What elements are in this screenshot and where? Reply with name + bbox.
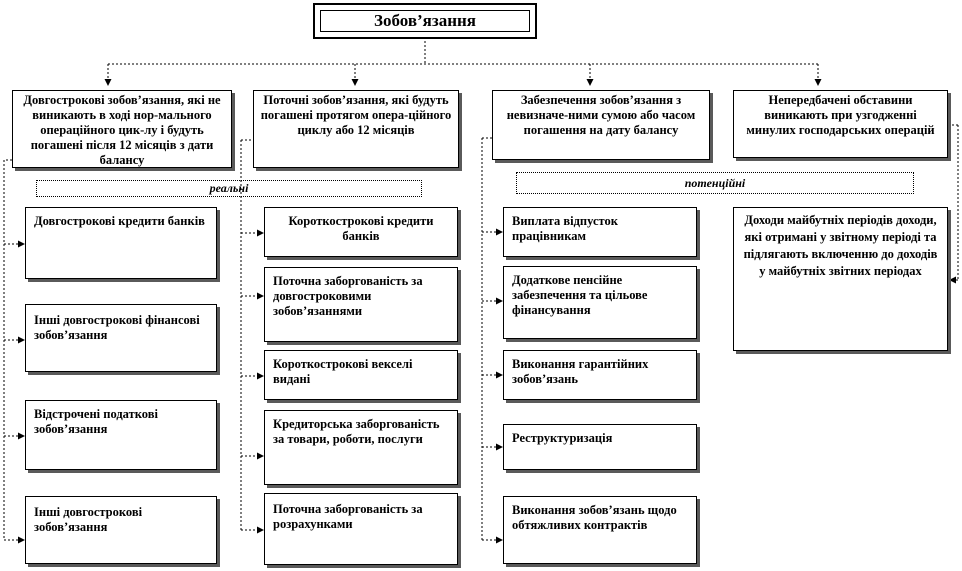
current-item-label: Короткострокові кредити банків [288, 214, 434, 243]
current-item-label: Поточна заборгованість за довгостроковим… [273, 274, 423, 318]
category-longterm-label: Довгострокові зобов’язання, які не виник… [23, 93, 221, 167]
provision-item: Додаткове пенсійне забезпечення та цільо… [503, 266, 697, 339]
title-inner-frame [320, 10, 530, 32]
provision-item-label: Виконання зобов’язань щодо обтяжливих ко… [512, 503, 677, 532]
current-item: Кредиторська заборгованість за товари, р… [264, 410, 458, 485]
longterm-item-label: Відстрочені податкові зобов’язання [34, 407, 158, 436]
current-item-label: Короткострокові векселі видані [273, 357, 413, 386]
provision-item-label: Реструктуризація [512, 431, 613, 445]
current-item-label: Кредиторська заборгованість за товари, р… [273, 417, 440, 446]
category-provisions: Забезпечення зобов’язання з невизначе-ни… [492, 90, 710, 160]
provision-item-label: Виконання гарантійних зобов’язань [512, 357, 649, 386]
provision-item-label: Додаткове пенсійне забезпечення та цільо… [512, 273, 648, 317]
longterm-item: Відстрочені податкові зобов’язання [25, 400, 217, 470]
category-contingent: Непередбачені обставини виникають при уз… [733, 90, 948, 158]
provision-item-label: Виплата відпусток працівникам [512, 214, 618, 243]
current-item: Короткострокові векселі видані [264, 350, 458, 400]
title-text: Зобов’язання [374, 11, 476, 30]
longterm-item-label: Інші довгострокові зобов’язання [34, 505, 143, 534]
current-item: Поточна заборгованість за розрахунками [264, 493, 458, 565]
longterm-item: Довгострокові кредити банків [25, 207, 217, 279]
category-current-label: Поточні зобов’язання, які будуть погашен… [260, 93, 452, 137]
diagram-title: Зобов’язання [313, 3, 537, 39]
group-real: реальні [36, 180, 422, 197]
provision-item: Реструктуризація [503, 424, 697, 470]
current-item: Поточна заборгованість за довгостроковим… [264, 267, 458, 342]
provision-item: Виплата відпусток працівникам [503, 207, 697, 257]
category-contingent-label: Непередбачені обставини виникають при уз… [746, 93, 935, 137]
longterm-item-label: Довгострокові кредити банків [34, 214, 205, 228]
longterm-item: Інші довгострокові зобов’язання [25, 496, 217, 564]
group-potential-label: потенційні [684, 176, 746, 190]
deferred-income-label: Доходи майбутніх періодів доходи, які от… [743, 213, 938, 278]
category-current: Поточні зобов’язання, які будуть погашен… [253, 90, 459, 168]
category-provisions-label: Забезпечення зобов’язання з невизначе-ни… [506, 93, 696, 137]
longterm-item: Інші довгострокові фінансові зобов’язанн… [25, 304, 217, 372]
provision-item: Виконання зобов’язань щодо обтяжливих ко… [503, 496, 697, 564]
current-item-label: Поточна заборгованість за розрахунками [273, 502, 423, 531]
group-real-label: реальні [209, 181, 249, 195]
deferred-income-box: Доходи майбутніх періодів доходи, які от… [733, 207, 948, 351]
group-potential: потенційні [516, 172, 914, 194]
category-longterm: Довгострокові зобов’язання, які не виник… [12, 90, 232, 168]
current-item: Короткострокові кредити банків [264, 207, 458, 257]
provision-item: Виконання гарантійних зобов’язань [503, 350, 697, 400]
longterm-item-label: Інші довгострокові фінансові зобов’язанн… [34, 313, 200, 342]
